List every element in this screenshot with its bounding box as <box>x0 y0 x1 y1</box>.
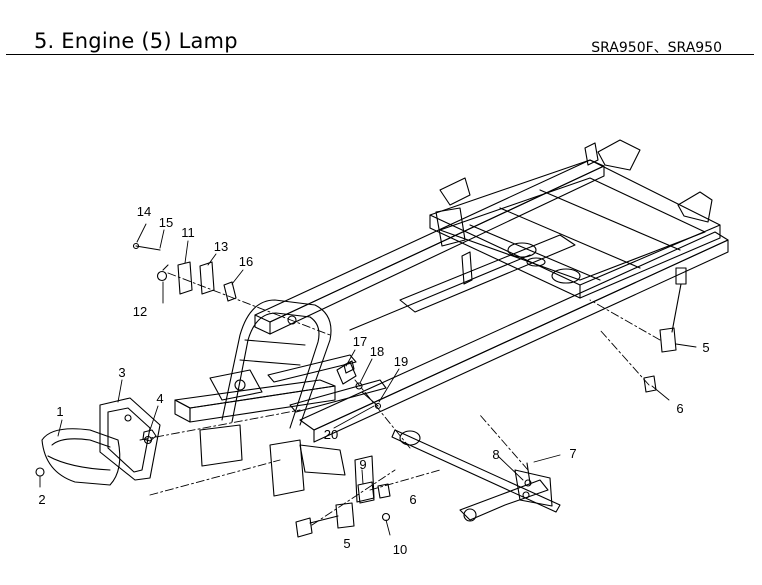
callout-15: 15 <box>159 215 173 230</box>
callout-6-lower: 6 <box>409 492 416 507</box>
switch-parts <box>132 242 237 302</box>
callout-11: 11 <box>181 225 195 240</box>
harness-right <box>643 267 687 393</box>
callout-6-right: 6 <box>676 401 683 416</box>
callout-1: 1 <box>56 404 63 419</box>
callout-18: 18 <box>370 344 384 359</box>
callout-9: 9 <box>359 457 366 472</box>
callouts: 1 2 3 4 5 5 6 6 7 8 9 10 11 12 13 14 15 … <box>38 204 709 557</box>
callout-4: 4 <box>156 391 163 406</box>
callout-3: 3 <box>118 365 125 380</box>
header-divider <box>6 54 754 55</box>
callout-5-lower: 5 <box>343 536 350 551</box>
callout-16: 16 <box>239 254 253 269</box>
callout-5-right: 5 <box>702 340 709 355</box>
callout-17: 17 <box>353 334 367 349</box>
side-rails <box>254 159 729 443</box>
page-title: 5. Engine (5) Lamp <box>34 29 238 53</box>
callout-2: 2 <box>38 492 45 507</box>
harness-lower <box>295 462 532 538</box>
phantom-lines <box>139 272 661 526</box>
callout-19: 19 <box>394 354 408 369</box>
callout-13: 13 <box>214 239 228 254</box>
callout-20: 20 <box>324 427 338 442</box>
front-frame <box>174 299 387 497</box>
front-axle <box>299 429 561 522</box>
leader-lines <box>39 223 697 536</box>
callout-14: 14 <box>137 204 151 219</box>
callout-8: 8 <box>492 447 499 462</box>
callout-10: 10 <box>393 542 407 557</box>
callout-12: 12 <box>133 304 147 319</box>
rear-frame-section <box>429 139 721 299</box>
page-header: 5. Engine (5) Lamp SRA950F、SRA950 <box>0 0 762 58</box>
lamp-assembly <box>35 397 161 486</box>
callout-7: 7 <box>569 446 576 461</box>
model-label: SRA950F、SRA950 <box>591 40 722 56</box>
